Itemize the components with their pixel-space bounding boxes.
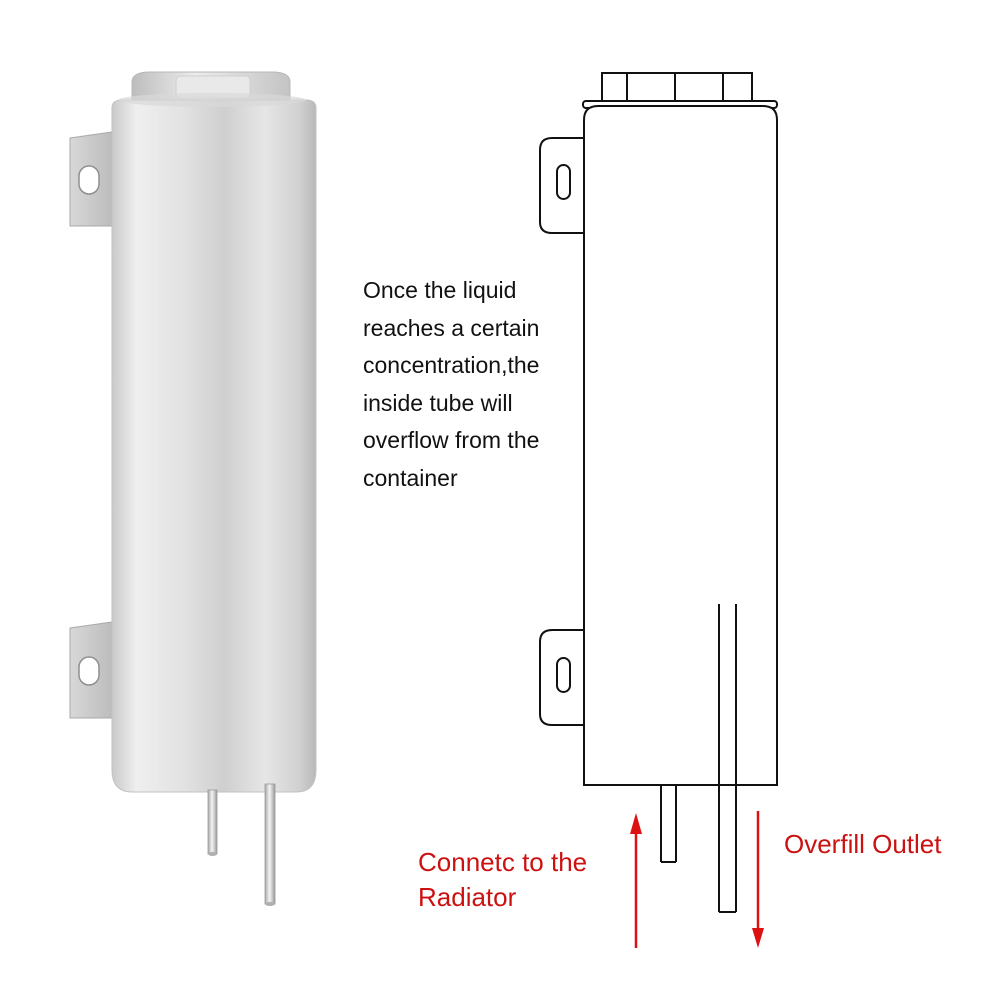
bottom-mounting-tab (69, 621, 113, 719)
drawing-bottom-tab (539, 629, 584, 726)
overfill-label: Overfill Outlet (784, 827, 942, 862)
radiator-arrow (630, 813, 642, 948)
top-mounting-tab (69, 131, 113, 227)
overflow-description: Once the liquid reaches a certain concen… (363, 272, 583, 497)
description-line: overflow from the (363, 427, 540, 453)
description-line: container (363, 464, 458, 491)
tank-pipes (207, 783, 276, 906)
drawing-top-tab (539, 137, 584, 234)
overfill-arrow (752, 811, 764, 948)
drawing-radiator-pipe (660, 785, 677, 863)
aluminum-tank-photo (69, 71, 317, 906)
drawing-body (583, 105, 778, 786)
tank-body (111, 99, 317, 793)
radiator-label-line: Radiator (418, 882, 517, 912)
description-line: inside tube will (363, 389, 513, 416)
description-line: concentration,the (363, 352, 540, 378)
drawing-inside-tube (718, 604, 737, 913)
tank-outline-drawing (539, 72, 778, 913)
radiator-label-line: Connetc to the (418, 847, 588, 877)
description-line: reaches a certain (363, 314, 540, 341)
overfill-label-text: Overfill Outlet (784, 829, 942, 859)
drawing-cap (582, 72, 778, 109)
radiator-label: Connetc to the Radiator (418, 845, 587, 915)
description-line: Once the liquid (363, 277, 517, 303)
tank-cap (118, 71, 306, 107)
